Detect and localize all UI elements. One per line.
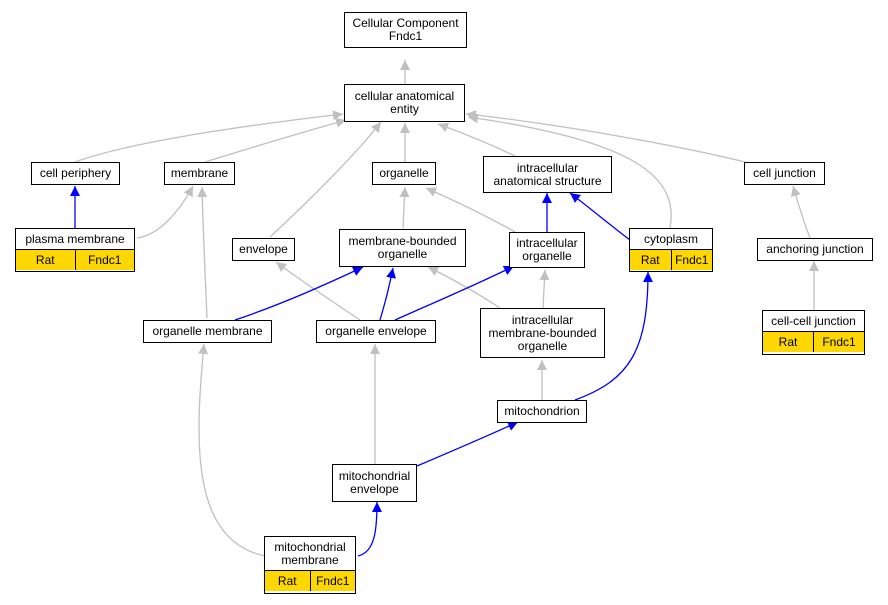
- edge-cellperiphery-cae: [74, 110, 344, 163]
- node-cell-junction[interactable]: cell junction: [744, 162, 825, 185]
- node-organelle-envelope[interactable]: organelle envelope: [316, 320, 436, 343]
- edge-cytoplasm-cae: [467, 113, 672, 229]
- node-membrane[interactable]: membrane: [164, 162, 235, 185]
- node-intracellular-anatomical-structure[interactable]: intracellular anatomical structure: [483, 156, 612, 193]
- node-label: plasma membrane: [16, 229, 134, 250]
- edge-mbo-organelle: [399, 186, 410, 229]
- edge-mitoenv-mito: [416, 421, 519, 467]
- node-intracellular-organelle[interactable]: intracellular organelle: [509, 232, 585, 268]
- edge-orgmem-mbo: [234, 266, 364, 321]
- edge-imbo-mbo: [427, 266, 501, 309]
- node-label: cell-cell junction: [763, 311, 864, 332]
- edge-imbo-intraorg: [539, 269, 550, 309]
- edge-orgmem-membrane: [197, 186, 208, 319]
- gene-cell: Fndc1: [74, 250, 135, 270]
- edge-celljunction-cae: [465, 110, 746, 163]
- species-cell: Rat: [640, 253, 660, 267]
- edge-mito-cytoplasm: [574, 271, 653, 401]
- node-plasma-membrane[interactable]: plasma membrane Rat Fndc1: [15, 228, 135, 272]
- node-label: mitochondrial membrane: [265, 537, 355, 571]
- node-mitochondrial-envelope[interactable]: mitochondrial envelope: [332, 464, 417, 502]
- edge-membrane-cae: [204, 117, 347, 163]
- node-organelle[interactable]: organelle: [372, 162, 436, 185]
- edge-orgenv-envelope: [275, 261, 361, 321]
- edge-mitomem-orgmem: [198, 343, 266, 557]
- gene-cell: Fndc1: [813, 332, 864, 352]
- node-cellular-anatomical-entity[interactable]: cellular anatomical entity: [344, 84, 465, 122]
- node-anchoring-junction[interactable]: anchoring junction: [757, 238, 873, 261]
- species-cell: Rat: [35, 253, 55, 267]
- node-mitochondrial-membrane[interactable]: mitochondrial membrane Rat Fndc1: [264, 536, 356, 594]
- node-cell-periphery[interactable]: cell periphery: [31, 162, 120, 185]
- node-mitochondrion[interactable]: mitochondrion: [497, 400, 587, 423]
- node-membrane-bounded-organelle[interactable]: membrane-bounded organelle: [339, 229, 466, 267]
- node-cytoplasm[interactable]: cytoplasm Rat Fndc1: [629, 228, 713, 272]
- edge-cytoplasm-ias: [569, 192, 631, 241]
- edge-mitomem-mitoenv: [357, 501, 382, 557]
- species-cell: Rat: [277, 574, 297, 588]
- edge-orgenv-intraorg: [394, 265, 515, 321]
- annotation-row: Rat Fndc1: [763, 332, 864, 352]
- edge-envelope-cae: [269, 121, 382, 238]
- node-intracellular-membrane-bounded-organelle[interactable]: intracellular membrane-bounded organelle: [480, 308, 605, 358]
- node-organelle-membrane[interactable]: organelle membrane: [143, 320, 272, 343]
- node-envelope[interactable]: envelope: [232, 238, 295, 261]
- species-cell: Rat: [778, 335, 798, 349]
- edge-orgenv-mbo: [379, 267, 396, 321]
- edge-intraorg-organelle: [425, 187, 516, 233]
- edge-anchoring-celljunction: [791, 185, 811, 239]
- node-label: cytoplasm: [630, 229, 712, 250]
- annotation-row: Rat Fndc1: [16, 250, 134, 270]
- edge-plasmamembrane-membrane: [136, 185, 194, 239]
- edge-ias-cae: [437, 122, 516, 157]
- gene-cell: Fndc1: [309, 571, 356, 591]
- node-cellular-component-root[interactable]: Cellular Component Fndc1: [344, 12, 467, 48]
- annotation-row: Rat Fndc1: [630, 250, 712, 270]
- annotation-row: Rat Fndc1: [265, 571, 355, 591]
- gene-cell: Fndc1: [670, 250, 713, 270]
- node-cell-cell-junction[interactable]: cell-cell junction Rat Fndc1: [762, 310, 865, 355]
